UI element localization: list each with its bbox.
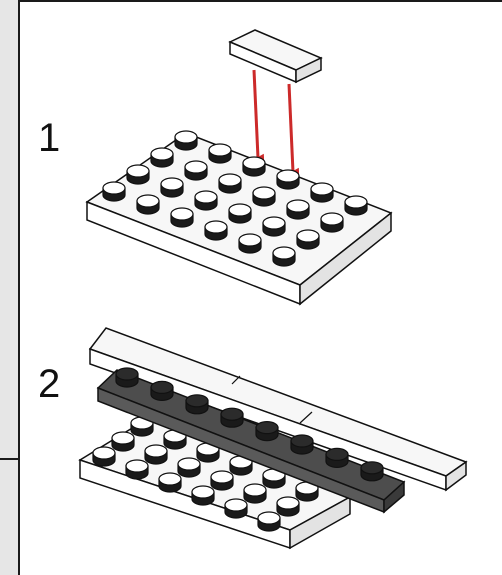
plate-studs-step-2 xyxy=(92,416,319,532)
arrow-left xyxy=(252,69,265,162)
stud xyxy=(224,498,248,519)
stud xyxy=(325,447,349,468)
stud xyxy=(360,461,384,482)
stud xyxy=(210,470,234,491)
stud xyxy=(158,472,182,493)
dark-plate-studs xyxy=(115,367,384,482)
margin-rule xyxy=(0,458,20,460)
stud xyxy=(177,457,201,478)
stud xyxy=(290,434,314,455)
stud xyxy=(310,182,334,203)
stud xyxy=(174,130,198,151)
arrow-right xyxy=(287,83,300,176)
stud xyxy=(252,186,276,207)
stud xyxy=(150,380,174,401)
stud xyxy=(243,483,267,504)
stud xyxy=(255,421,279,442)
stud xyxy=(136,194,160,215)
stud xyxy=(170,207,194,228)
stud xyxy=(130,416,154,437)
stud xyxy=(150,147,174,168)
tile-long-white xyxy=(88,327,468,492)
step-number-1: 1 xyxy=(38,116,61,160)
stud xyxy=(228,203,252,224)
stud xyxy=(204,220,228,241)
stud xyxy=(262,216,286,237)
stud xyxy=(242,156,266,177)
stud xyxy=(185,394,209,415)
tile-1x2-white xyxy=(228,29,323,84)
stud xyxy=(296,229,320,250)
stud xyxy=(144,444,168,465)
stud xyxy=(115,367,139,388)
stud xyxy=(208,143,232,164)
stud xyxy=(111,431,135,452)
stud xyxy=(218,173,242,194)
stud xyxy=(344,195,368,216)
placement-arrows xyxy=(252,69,300,176)
stud xyxy=(125,459,149,480)
stud xyxy=(191,485,215,506)
stud xyxy=(238,233,262,254)
plate-1x8-dark xyxy=(96,369,406,514)
stud xyxy=(220,407,244,428)
stud xyxy=(160,177,184,198)
stud xyxy=(184,160,208,181)
stud xyxy=(276,169,300,190)
stud xyxy=(126,164,150,185)
stud xyxy=(272,246,296,267)
step-number-2: 2 xyxy=(38,362,61,406)
stud xyxy=(102,181,126,202)
stud xyxy=(194,190,218,211)
stud xyxy=(320,212,344,233)
plate-studs-step-1 xyxy=(102,130,368,267)
stud xyxy=(92,446,116,467)
stud xyxy=(286,199,310,220)
stud xyxy=(276,496,300,517)
stud xyxy=(257,511,281,532)
